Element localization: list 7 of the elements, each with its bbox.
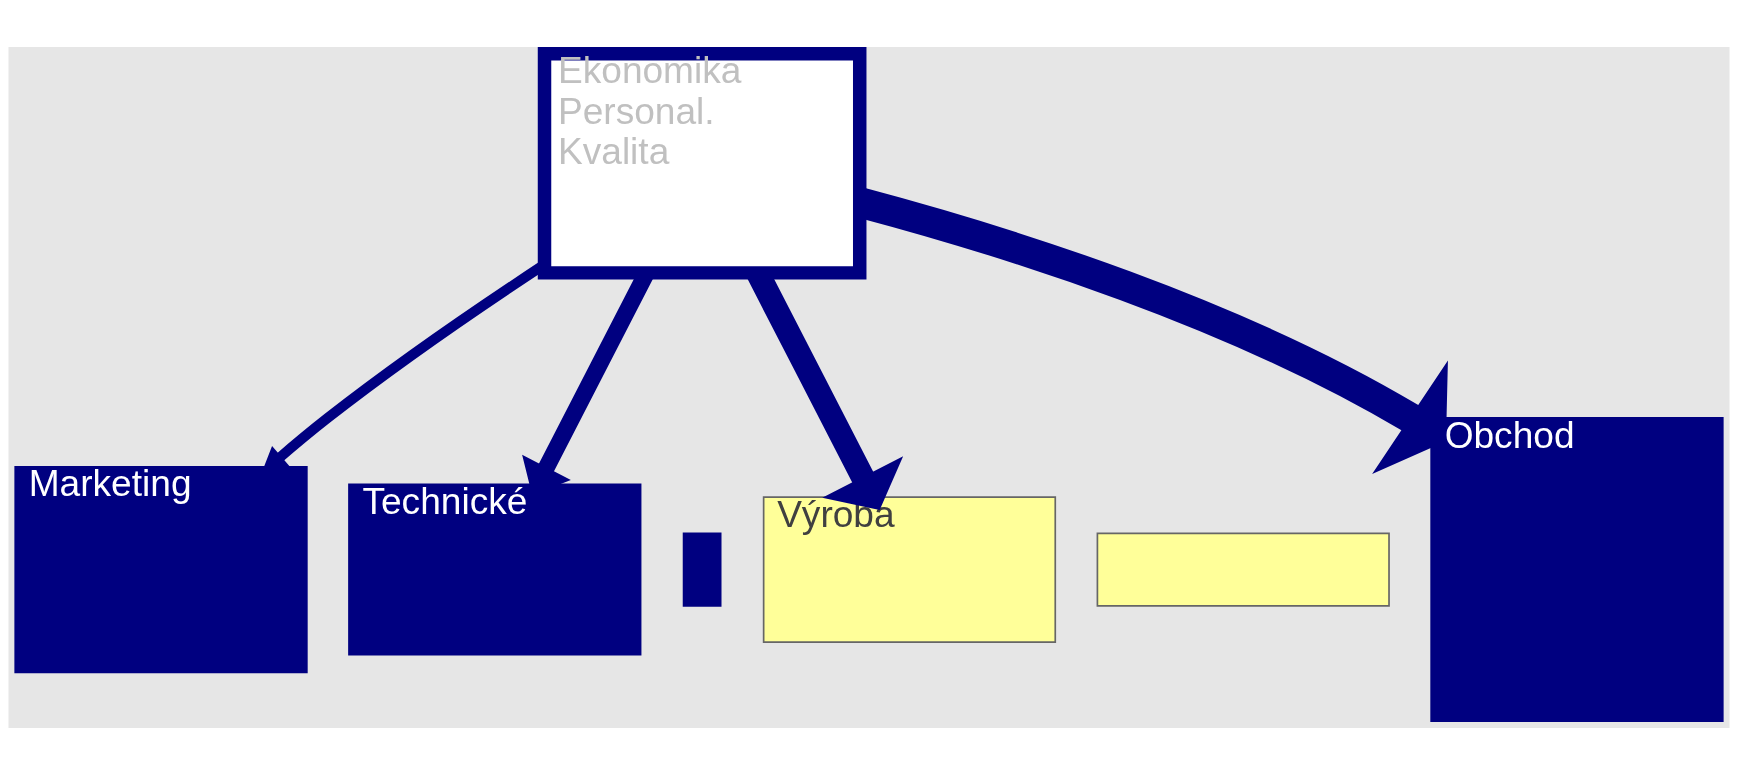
node-box: Technické xyxy=(348,483,642,655)
node-bar xyxy=(682,531,722,607)
node-box: Marketing xyxy=(14,465,308,673)
node-box xyxy=(1096,531,1390,607)
node-box: Ekonomika Personal. Kvalita xyxy=(537,46,867,280)
node-box: Výroba xyxy=(762,495,1057,643)
node-box: Obchod xyxy=(1430,416,1724,722)
